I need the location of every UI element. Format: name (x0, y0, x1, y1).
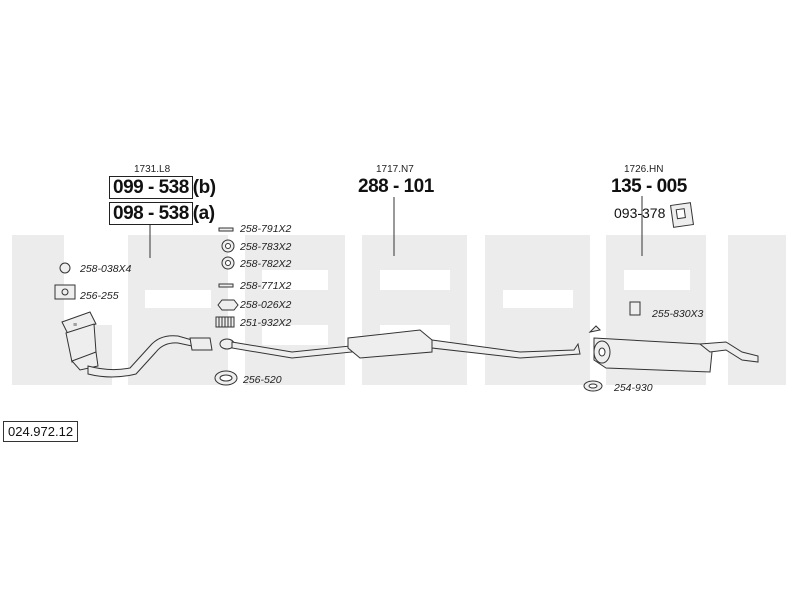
svg-text:≡: ≡ (73, 322, 77, 329)
bolt-icon (218, 227, 234, 232)
front-part-b-suffix: (b) (192, 177, 216, 198)
nut-icon (59, 262, 71, 274)
part-254-930[interactable]: 254-930 (614, 382, 653, 394)
rear-part-number[interactable]: 135 - 005 (611, 176, 687, 197)
part-258-038[interactable]: 258-038X4 (80, 263, 132, 275)
part-258-026[interactable]: 258-026X2 (240, 299, 292, 311)
part-256-255[interactable]: 256-255 (80, 290, 119, 302)
rear-accessories (583, 202, 694, 392)
middle-pipe-with-silencer (219, 329, 581, 359)
rubber-hanger-icon (629, 301, 641, 316)
front-part-b[interactable]: 099 - 538(b) (109, 176, 216, 199)
rear-hanger-number[interactable]: 093-378 (614, 205, 666, 221)
part-258-791[interactable]: 258-791X2 (240, 223, 292, 235)
front-group-code: 1731.L8 (134, 164, 171, 175)
rear-silencer (588, 325, 759, 373)
gasket-icons (54, 227, 239, 386)
front-part-a-suffix: (a) (192, 203, 215, 224)
front-part-b-number: 099 - 538 (109, 176, 193, 199)
part-258-782[interactable]: 258-782X2 (240, 258, 292, 270)
part-258-771[interactable]: 258-771X2 (240, 280, 292, 292)
part-258-783[interactable]: 258-783X2 (240, 241, 292, 253)
middle-group-code: 1717.N7 (376, 164, 414, 175)
front-pipe-with-catalyst (61, 311, 213, 378)
rear-group-code: 1726.HN (624, 164, 664, 175)
front-part-a[interactable]: 098 - 538(a) (109, 202, 215, 225)
diagram-number: 024.972.12 (3, 421, 79, 442)
middle-part-number[interactable]: 288 - 101 (358, 176, 434, 197)
part-251-932[interactable]: 251-932X2 (240, 317, 292, 329)
part-256-520[interactable]: 256-520 (243, 374, 282, 386)
spring-icon (215, 316, 235, 328)
stud-icon (218, 283, 234, 288)
hex-nut-icon (217, 299, 239, 311)
part-255-830[interactable]: 255-830X3 (652, 308, 704, 320)
front-part-a-number: 098 - 538 (109, 202, 193, 225)
